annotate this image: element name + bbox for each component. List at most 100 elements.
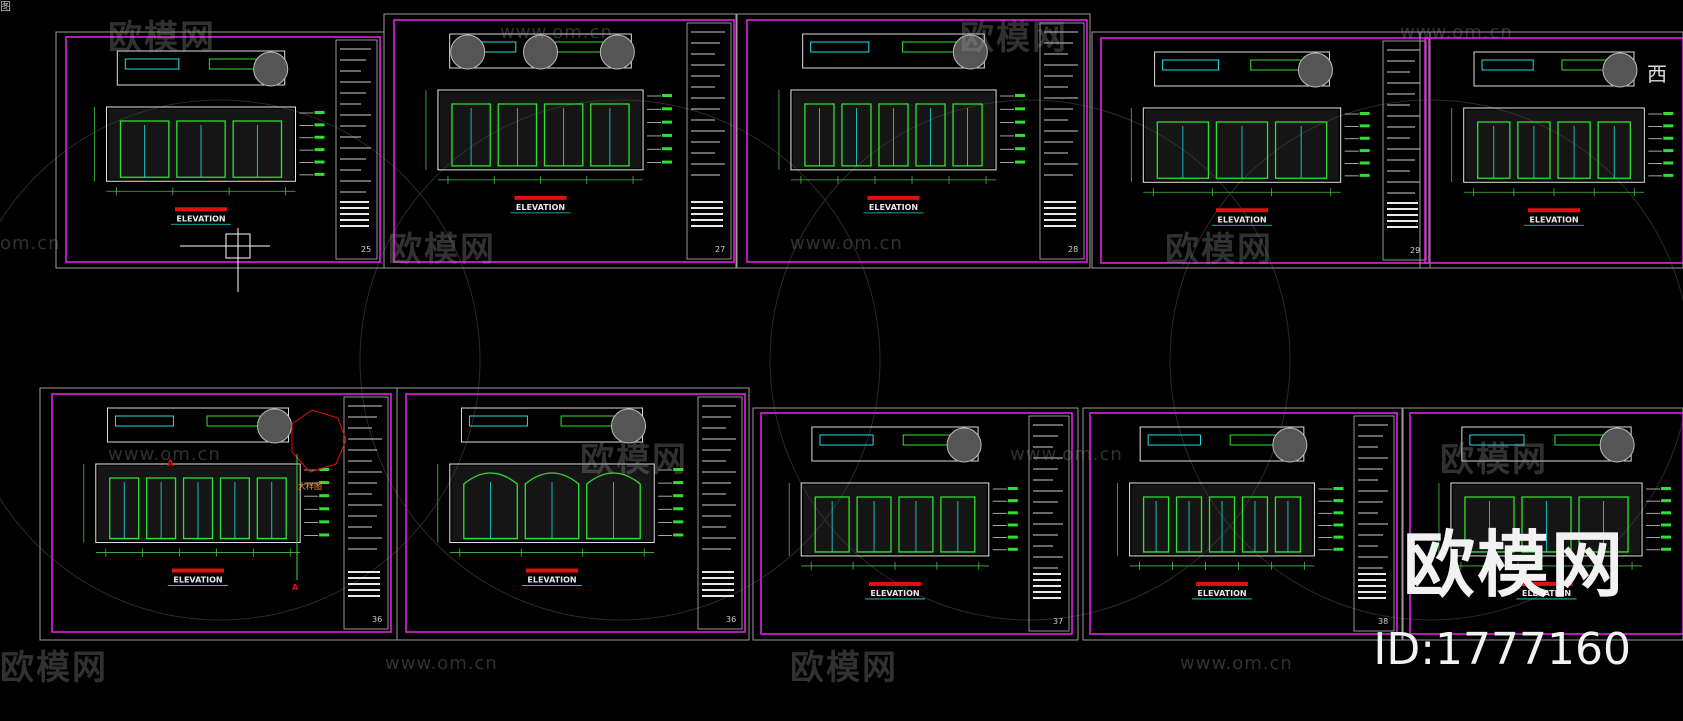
plan-detail (902, 434, 954, 446)
elevation-panel (176, 120, 226, 178)
plan-circle (253, 51, 289, 87)
plan-detail (208, 58, 261, 70)
plan-circle (1599, 427, 1635, 463)
cad-crosshair-cursor (180, 228, 270, 292)
elevation-wall (437, 89, 644, 171)
leader-label (1661, 511, 1672, 515)
leader-label (319, 533, 330, 537)
elevation-panel (232, 120, 283, 178)
elevation-wall (1129, 482, 1315, 557)
sheet-number: 27 (715, 245, 725, 254)
elevation-panel (524, 472, 580, 540)
title-block (1039, 22, 1085, 260)
sheet-inner-frame (746, 19, 1088, 263)
elevation-panel (1208, 496, 1236, 553)
drawing-sheet: ELEVATION (1419, 31, 1683, 269)
elevation-panel (219, 477, 250, 540)
elevation-hatch (1465, 110, 1643, 181)
leader-label (314, 135, 325, 139)
sheet-number: 36 (372, 615, 382, 624)
elevation-panel (1557, 121, 1591, 179)
side-character: 西 (1647, 62, 1667, 86)
elevation-label: ELEVATION (1217, 215, 1266, 224)
leader-label (1333, 535, 1344, 539)
sheet-inner-frame (1100, 37, 1430, 264)
title-block (1353, 415, 1395, 632)
sheet-outer-frame (383, 13, 737, 269)
sheet-inner-frame (65, 36, 381, 263)
corner-label: 图 (0, 0, 11, 13)
elevation-panel (590, 103, 630, 167)
plan-detail (560, 415, 616, 427)
detail-callout (291, 409, 347, 473)
elevation-panel (119, 120, 170, 178)
elevation-panel (1517, 121, 1551, 179)
drawing-sheet: 37 ELEVATION (752, 407, 1079, 641)
elevation-panel (497, 103, 538, 167)
leader-label (1007, 499, 1018, 503)
plan-detail (206, 415, 262, 427)
drawing-sheet: 27 ELEVATION (383, 13, 737, 269)
plan-circle (946, 427, 982, 463)
elevation-panel (878, 103, 909, 167)
sheet-inner-frame (1089, 412, 1398, 635)
elevation-red-bar (172, 568, 224, 573)
sheet-outer-frame (736, 13, 1091, 269)
leader-label (1661, 523, 1672, 527)
elevation-red-bar (1196, 581, 1248, 586)
elevation-red-bar (526, 568, 578, 573)
leader-label (319, 520, 330, 524)
sheet-inner-frame (51, 393, 392, 633)
elevation-panel (463, 472, 518, 540)
elevation-panel (841, 103, 872, 167)
leader-label (1015, 120, 1026, 124)
leader-label (1007, 547, 1018, 551)
plan-detail (1469, 434, 1525, 446)
elevation-label: ELEVATION (870, 589, 919, 598)
leader-label (319, 468, 330, 471)
plan-detail (468, 415, 528, 427)
title-block (686, 22, 732, 260)
leader-label (1333, 487, 1344, 490)
plan-circle (952, 34, 988, 70)
title-block (697, 396, 743, 630)
leader-label (1359, 149, 1370, 153)
plan-circle (450, 34, 486, 70)
title-block (343, 396, 389, 630)
elevation-panel (451, 103, 491, 167)
elevation-panel (952, 103, 983, 167)
elevation-panel (1175, 496, 1203, 553)
elevation-label: ELEVATION (1522, 589, 1571, 598)
title-block (1028, 415, 1070, 632)
plan-detail (902, 41, 958, 53)
brand-logo-text: 欧模网 (1402, 523, 1625, 607)
plan-detail (819, 434, 874, 446)
plan-circle (1272, 427, 1308, 463)
sheet-inner-frame (393, 19, 735, 263)
leader-label (1333, 523, 1344, 527)
sheet-number: 37 (1053, 617, 1063, 626)
leader-label (1661, 547, 1672, 551)
elevation-red-bar (514, 195, 567, 200)
plan-detail (1162, 59, 1220, 71)
sheet-outer-frame (1419, 31, 1683, 269)
elevation-red-bar (1528, 208, 1580, 213)
leader-label (1333, 499, 1344, 503)
elevation-panel (1274, 496, 1302, 553)
elevation-label: ELEVATION (516, 203, 565, 212)
elevation-red-bar (1216, 208, 1268, 213)
leader-label (1015, 147, 1026, 151)
plan-circle (257, 408, 293, 444)
leader-label (662, 120, 673, 124)
elevation-panel (814, 496, 850, 553)
plan-detail (124, 58, 180, 70)
leader-label (662, 94, 673, 97)
sheet-outer-frame (1401, 407, 1683, 641)
leader-label (314, 123, 325, 127)
